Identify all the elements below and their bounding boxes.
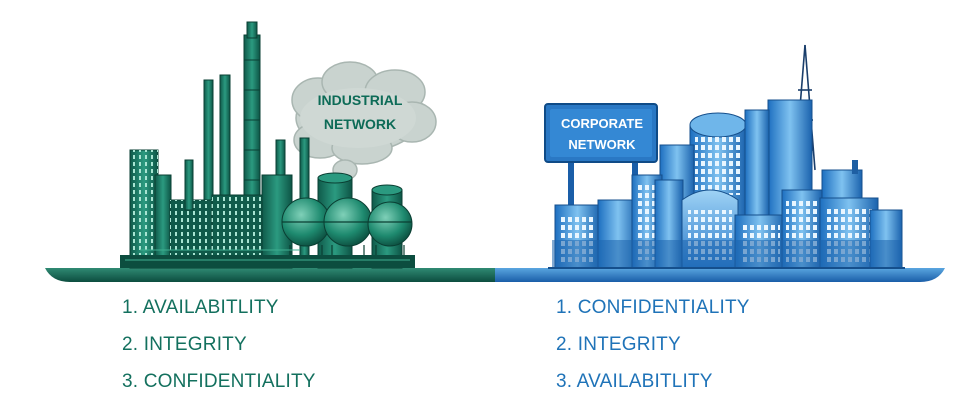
industrial-priority-3: 3. CONFIDENTIALITY	[122, 371, 316, 392]
industrial-priority-list: 1. AVAILABITLITY 2. INTEGRITY 3. CONFIDE…	[122, 291, 316, 402]
corporate-network-label: CORPORATE NETWORK	[548, 113, 656, 155]
industrial-label-line2: NETWORK	[323, 116, 397, 132]
ground-strip	[45, 268, 945, 282]
corporate-priority-3: 3. AVAILABITLITY	[556, 371, 713, 392]
corporate-priority-2: 2. INTEGRITY	[556, 334, 681, 355]
city-illustration	[544, 44, 905, 269]
industrial-label-line1: INDUSTRIAL	[317, 92, 403, 108]
corporate-priority-list: 1. CONFIDENTIALITY 2. INTEGRITY 3. AVAIL…	[556, 291, 750, 402]
industrial-priority-2: 2. INTEGRITY	[122, 334, 247, 355]
corporate-label-line1: CORPORATE	[560, 116, 644, 131]
industrial-priority-1: 1. AVAILABITLITY	[122, 297, 279, 318]
industrial-network-label: INDUSTRIAL NETWORK	[300, 88, 420, 136]
factory-illustration	[120, 21, 437, 269]
corporate-priority-1: 1. CONFIDENTIALITY	[556, 297, 750, 318]
corporate-label-line2: NETWORK	[568, 137, 636, 152]
